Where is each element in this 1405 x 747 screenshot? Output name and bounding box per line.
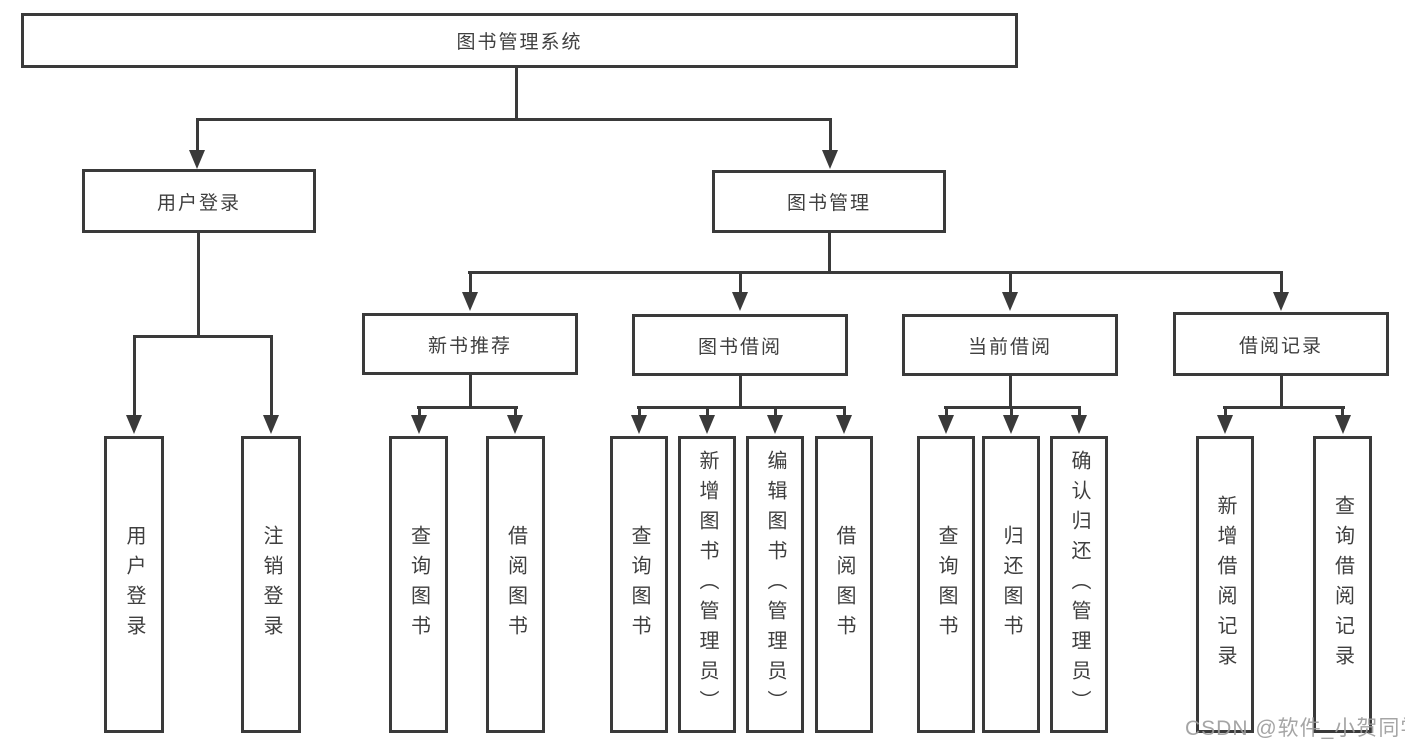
arrowhead-icon [1335, 415, 1351, 434]
node-new-book-recommend: 新书推荐 [362, 313, 578, 375]
arrowhead-icon [732, 292, 748, 311]
leaf-label: 查询图书 [628, 524, 650, 645]
leaf-newbook-borrow-books: 借阅图书 [486, 436, 545, 733]
leaf-current-return-books: 归还图书 [982, 436, 1040, 733]
leaf-borrow-query-books: 查询图书 [610, 436, 668, 733]
connector-line [828, 233, 831, 273]
arrowhead-icon [507, 415, 523, 434]
leaf-newbook-query-books: 查询图书 [389, 436, 448, 733]
arrowhead-icon [699, 415, 715, 434]
arrowhead-icon [462, 292, 478, 311]
csdn-watermark: CSDN @软件_小贺同学 [1185, 717, 1405, 740]
arrowhead-icon [631, 415, 647, 434]
node-current-borrow: 当前借阅 [902, 314, 1118, 376]
node-label: 用户登录 [156, 192, 241, 214]
leaf-borrow-edit-books-admin: 编辑图书（管理员） [746, 436, 804, 733]
connector-line [739, 274, 742, 294]
connector-line [706, 409, 709, 417]
connector-line [739, 376, 742, 408]
connector-line [944, 406, 1081, 409]
leaf-records-add-record: 新增借阅记录 [1196, 436, 1254, 733]
arrowhead-icon [938, 415, 954, 434]
leaf-label: 编辑图书（管理员） [764, 449, 786, 720]
connector-line [469, 274, 472, 294]
connector-line [515, 68, 518, 121]
connector-line [843, 409, 846, 417]
node-user-login: 用户登录 [82, 169, 316, 233]
connector-line [774, 409, 777, 417]
arrowhead-icon [411, 415, 427, 434]
connector-line [1009, 376, 1012, 408]
node-label: 借阅记录 [1238, 335, 1323, 357]
node-label: 新书推荐 [427, 335, 512, 357]
leaf-label: 借阅图书 [504, 524, 527, 645]
leaf-current-confirm-return-admin: 确认归还（管理员） [1050, 436, 1108, 733]
leaf-current-query-books: 查询图书 [917, 436, 975, 733]
arrowhead-icon [822, 150, 838, 169]
connector-line [196, 121, 199, 153]
leaf-user-login: 用户登录 [104, 436, 164, 733]
arrowhead-icon [1273, 292, 1289, 311]
arrowhead-icon [767, 415, 783, 434]
connector-line [197, 233, 200, 337]
arrowhead-icon [1071, 415, 1087, 434]
node-book-borrow: 图书借阅 [632, 314, 848, 376]
node-book-management: 图书管理 [712, 170, 946, 233]
leaf-label: 新增图书（管理员） [696, 449, 718, 720]
connector-line [1280, 274, 1283, 294]
node-borrow-records: 借阅记录 [1173, 312, 1389, 376]
connector-line [638, 409, 641, 417]
leaf-label: 确认归还（管理员） [1068, 449, 1090, 720]
connector-line [829, 121, 832, 153]
arrowhead-icon [836, 415, 852, 434]
leaf-label: 归还图书 [1000, 524, 1022, 645]
connector-line [1341, 409, 1344, 417]
node-label: 图书管理系统 [456, 32, 583, 53]
node-label: 当前借阅 [967, 336, 1052, 358]
connector-line [1078, 409, 1081, 417]
leaf-records-query-record: 查询借阅记录 [1313, 436, 1372, 733]
connector-line [418, 409, 421, 417]
connector-line [1280, 376, 1283, 408]
connector-line [196, 118, 832, 121]
connector-line [514, 409, 517, 417]
leaf-borrow-add-books-admin: 新增图书（管理员） [678, 436, 736, 733]
arrowhead-icon [263, 415, 279, 434]
node-library-system: 图书管理系统 [21, 13, 1018, 68]
arrowhead-icon [1003, 415, 1019, 434]
connector-line [417, 406, 518, 409]
connector-line [637, 406, 846, 409]
connector-line [469, 375, 472, 408]
arrowhead-icon [189, 150, 205, 169]
arrowhead-icon [1002, 292, 1018, 311]
leaf-label: 新增借阅记录 [1214, 494, 1236, 675]
leaf-label: 用户登录 [123, 524, 145, 645]
connector-line [133, 338, 136, 417]
leaf-borrow-borrow-books: 借阅图书 [815, 436, 873, 733]
arrowhead-icon [1217, 415, 1233, 434]
connector-line [1009, 274, 1012, 294]
connector-line [1224, 409, 1227, 417]
connector-line [1010, 409, 1013, 417]
connector-line [945, 409, 948, 417]
leaf-label: 查询图书 [407, 524, 430, 645]
node-label: 图书管理 [786, 193, 871, 214]
leaf-logout: 注销登录 [241, 436, 301, 733]
connector-line [270, 338, 273, 417]
connector-line [133, 335, 273, 338]
connector-line [1223, 406, 1345, 409]
leaf-label: 查询图书 [935, 524, 957, 645]
arrowhead-icon [126, 415, 142, 434]
leaf-label: 注销登录 [260, 524, 282, 645]
connector-line [468, 271, 1283, 274]
leaf-label: 查询借阅记录 [1331, 494, 1354, 675]
leaf-label: 借阅图书 [833, 524, 855, 645]
node-label: 图书借阅 [697, 336, 782, 358]
